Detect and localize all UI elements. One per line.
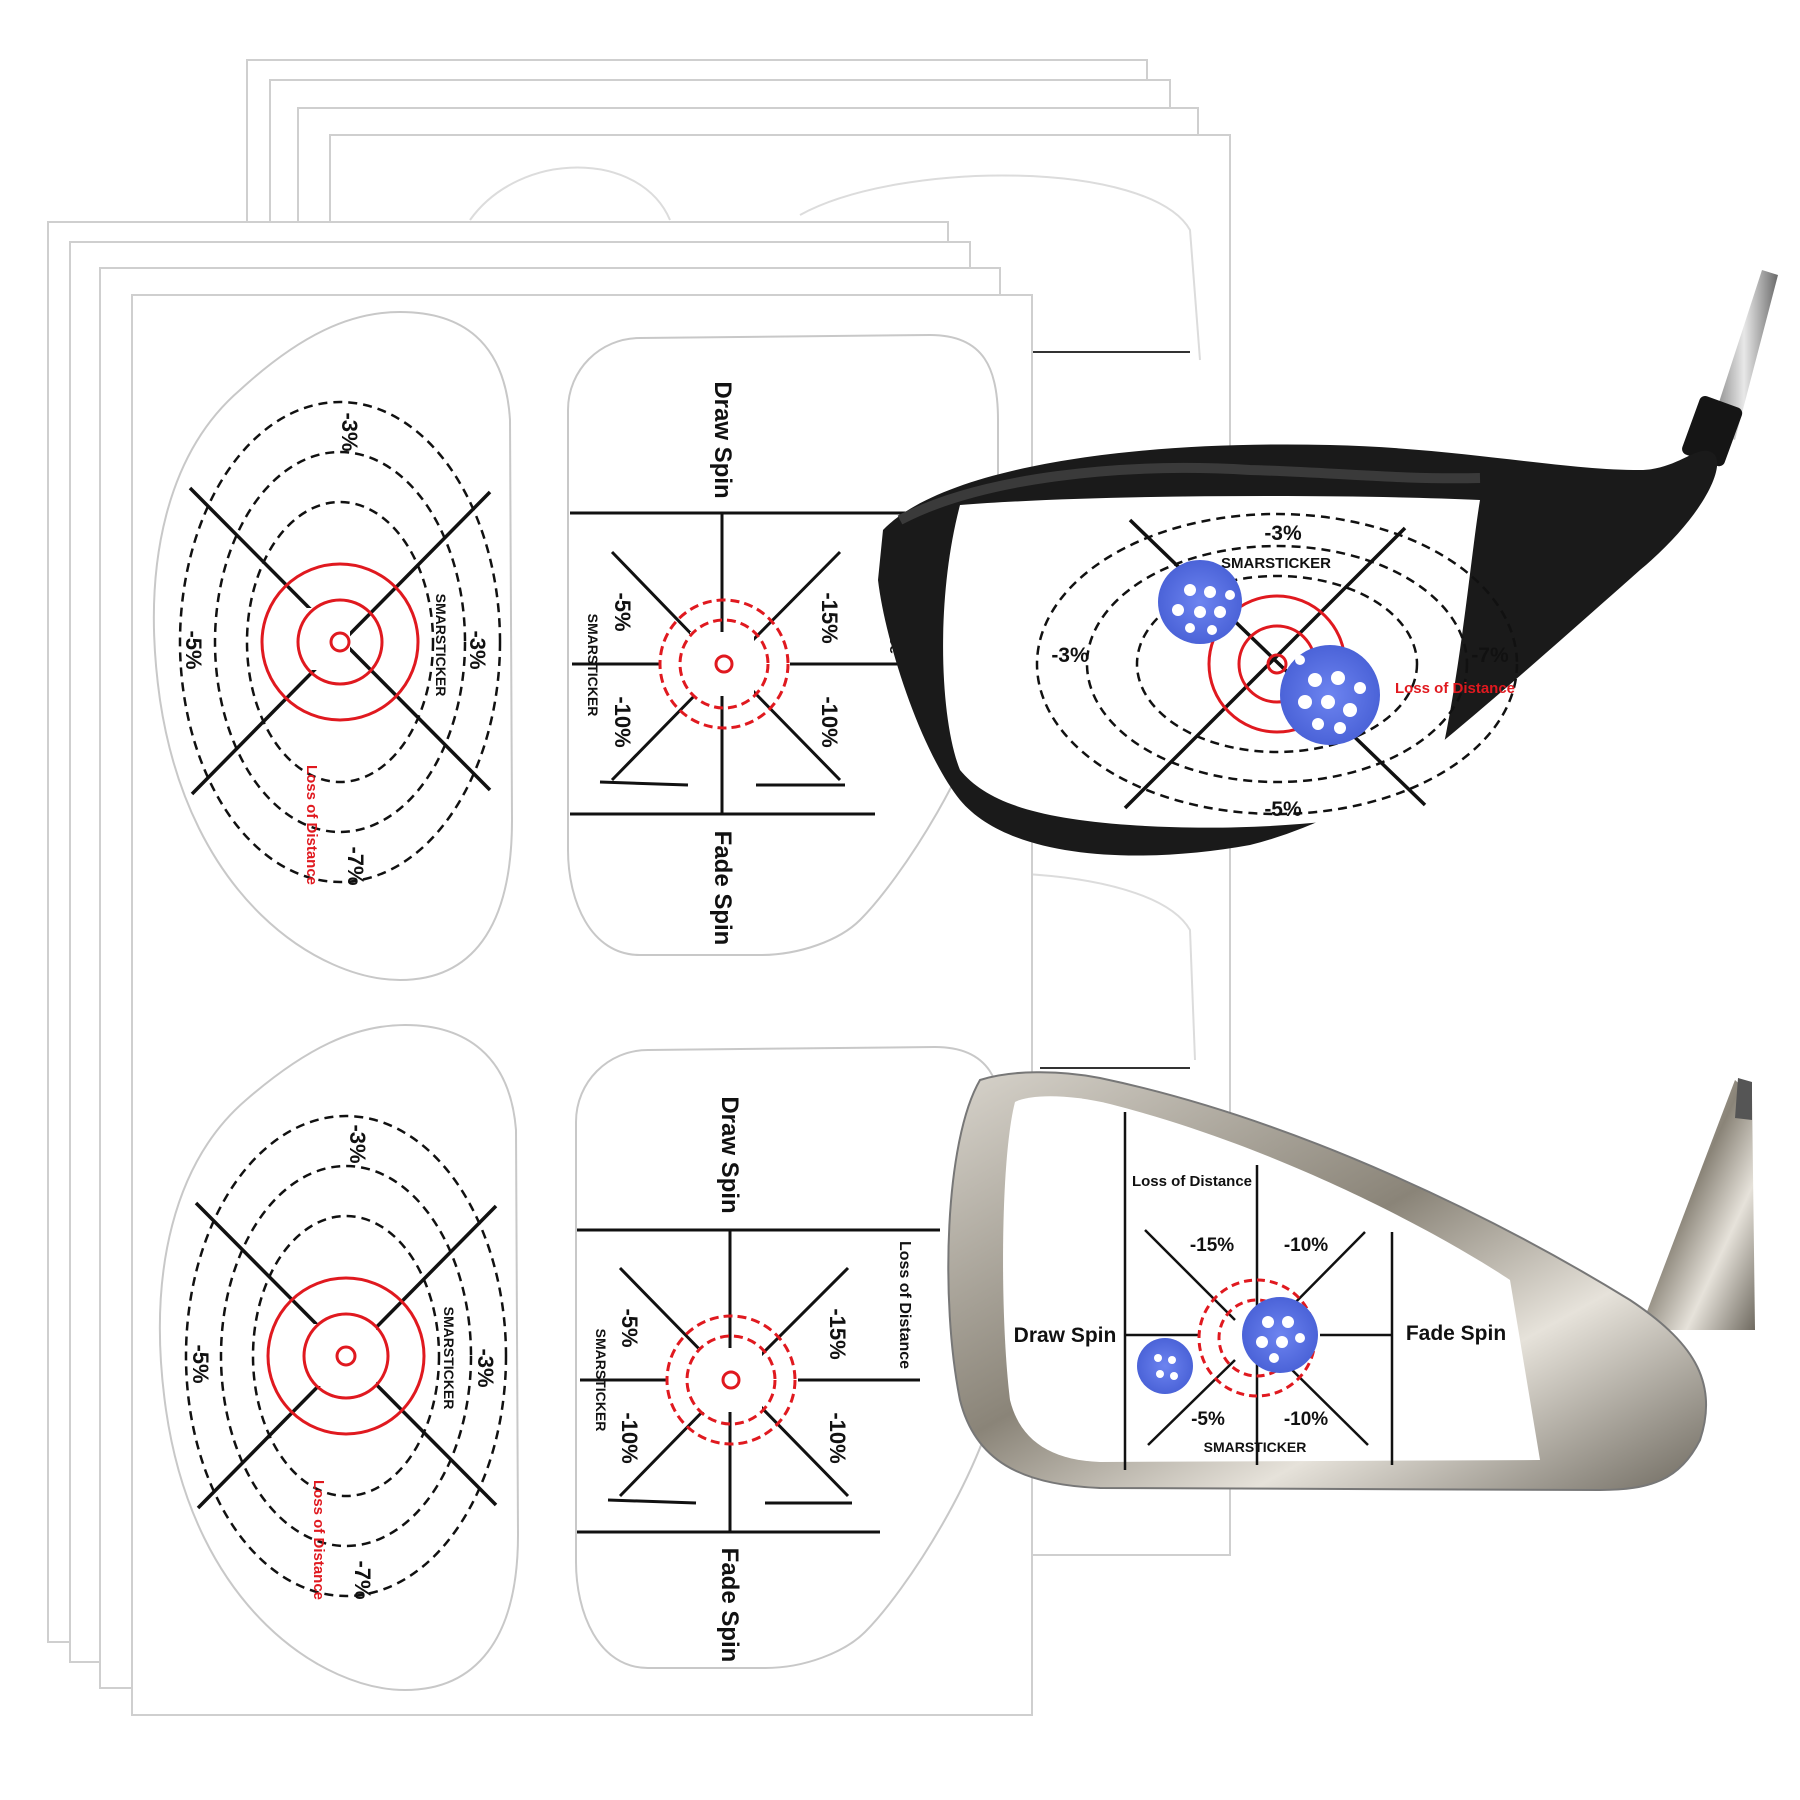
driver-top-loss: Loss of Distance [303,765,320,885]
iron-bottom-s10a: -10% [617,1412,642,1463]
iron-top-s10b: -10% [817,696,842,747]
driver-top-label-w5: -5% [181,630,206,669]
iron-face-draw: Draw Spin [1014,1324,1117,1347]
iron-face-loss: Loss of Distance [1132,1173,1252,1190]
driver-bottom-loss: Loss of Distance [310,1480,327,1600]
iron-bottom-n5: -5% [617,1308,642,1347]
iron-bottom-draw: Draw Spin [716,1096,743,1213]
driver-face-s5: -5% [1264,798,1302,821]
iron-bottom-brand: SMARSTICKER [593,1329,609,1432]
driver-club: -3% -3% -7% -5% SMARSTICKER Loss of Dist… [878,270,1778,856]
driver-bottom-label-e3: -3% [473,1348,498,1387]
driver-top-label-n3: -3% [337,412,362,451]
iron-bottom-s10b: -10% [825,1412,850,1463]
iron-top-draw: Draw Spin [709,381,736,498]
iron-bottom-loss: Loss of Distance [896,1241,913,1369]
iron-bottom-fade: Fade Spin [716,1548,743,1663]
iron-top-n15: -15% [817,592,842,643]
iron-club: Loss of Distance -15% -10% -5% -10% SMAR… [947,1071,1755,1492]
iron-face-fade: Fade Spin [1406,1322,1506,1345]
iron-face-brand: SMARSTICKER [1204,1439,1307,1455]
iron-top-s10a: -10% [610,696,635,747]
driver-face-loss: Loss of Distance [1395,680,1515,697]
driver-face-n3: -3% [1264,522,1302,545]
iron-sticker-bottom: Draw Spin Fade Spin SMARSTICKER -5% -10%… [575,1045,1004,1669]
driver-top-label-e3: -3% [465,630,490,669]
driver-bottom-label-n3: -3% [345,1124,370,1163]
iron-top-brand: SMARSTICKER [585,614,601,717]
iron-face-s5: -5% [1191,1409,1225,1430]
driver-impact-marks [1158,560,1380,745]
iron-sticker-top: Draw Spin Fade Spin SMARSTICKER -5% -10%… [567,333,999,956]
driver-sticker-bottom: -3% -5% -3% -7% SMARSTICKER Loss of Dist… [158,1023,520,1692]
iron-top-fade: Fade Spin [709,831,736,946]
driver-face-brand: SMARSTICKER [1221,555,1331,572]
driver-sticker-top: -3% -5% -3% -7% SMARSTICKER Loss of Dist… [152,310,514,982]
driver-bottom-label-s7: -7% [350,1560,375,1599]
driver-bottom-brand: SMARSTICKER [441,1307,457,1410]
iron-face-n10: -10% [1284,1235,1328,1256]
iron-top-n5: -5% [610,592,635,631]
driver-face-w3: -3% [1051,644,1089,667]
driver-top-brand: SMARSTICKER [433,594,449,697]
iron-impact-marks [1137,1297,1318,1394]
iron-face-n15: -15% [1190,1235,1234,1256]
driver-face-e7: -7% [1471,644,1509,667]
iron-bottom-n15: -15% [825,1308,850,1359]
driver-bottom-label-w5: -5% [188,1344,213,1383]
driver-top-label-s7: -7% [343,846,368,885]
iron-face-s10: -10% [1284,1409,1328,1430]
